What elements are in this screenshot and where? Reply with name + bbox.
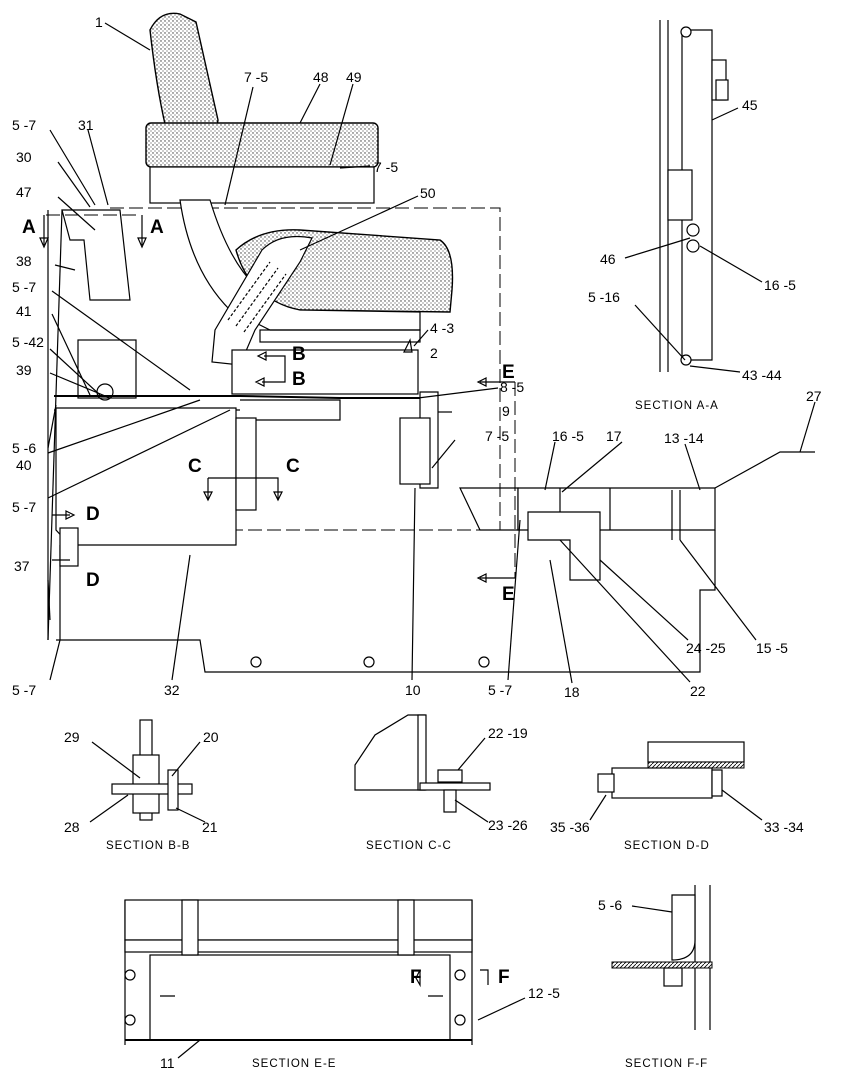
armrest-cushion xyxy=(145,122,379,168)
mount-plate xyxy=(527,511,601,581)
callout-47: 47 xyxy=(16,184,32,200)
callout-29: 29 xyxy=(64,729,80,745)
callout-30: 30 xyxy=(16,149,32,165)
callout-50: 50 xyxy=(420,185,436,201)
side-panel-rail xyxy=(681,29,713,361)
callout-41: 41 xyxy=(16,303,32,319)
callout-5-7e: 5 -7 xyxy=(488,682,512,698)
callout-5-6a: 5 -6 xyxy=(12,440,36,456)
callout-5-7d: 5 -7 xyxy=(12,682,36,698)
section-d-d-view xyxy=(589,741,763,821)
callout-16-5a: 16 -5 xyxy=(552,428,584,444)
callout-16-5b: 16 -5 xyxy=(764,277,796,293)
seat-belt xyxy=(211,235,313,366)
callout-32: 32 xyxy=(164,682,180,698)
callout-11: 11 xyxy=(160,1055,175,1071)
section-e-e-view xyxy=(124,899,526,1059)
callout-24-25: 24 -25 xyxy=(686,640,726,656)
callout-37: 37 xyxy=(14,558,30,574)
part-callouts: 1 7 -5 48 49 5 -7 31 30 7 -5 47 50 38 5 … xyxy=(12,14,822,1071)
callout-22-19: 22 -19 xyxy=(488,725,528,741)
marker-b-bottom: B xyxy=(292,369,306,390)
callout-49: 49 xyxy=(346,69,362,85)
callout-39: 39 xyxy=(16,362,32,378)
callout-2: 2 xyxy=(430,345,438,361)
section-f-f-view xyxy=(611,885,713,1030)
seat-riser xyxy=(231,349,419,395)
callout-23-26: 23 -26 xyxy=(488,817,528,833)
callout-5-7a: 5 -7 xyxy=(12,117,36,133)
callout-4-3: 4 -3 xyxy=(430,320,454,336)
callout-21: 21 xyxy=(202,819,218,835)
callout-8-5: 8 -5 xyxy=(500,379,524,395)
callout-10: 10 xyxy=(405,682,421,698)
leader-lines xyxy=(47,22,816,684)
marker-d-top: D xyxy=(86,504,100,525)
callout-7-5c: 7 -5 xyxy=(485,428,509,444)
marker-f-left: F xyxy=(410,967,422,988)
callout-40: 40 xyxy=(16,457,32,473)
section-title-c-c: SECTION C-C xyxy=(366,840,452,852)
callout-43-44: 43 -44 xyxy=(742,367,782,383)
callout-7-5b: 7 -5 xyxy=(374,159,398,175)
callout-9: 9 xyxy=(502,403,510,419)
section-title-d-d: SECTION D-D xyxy=(624,840,710,852)
section-title-e-e: SECTION E-E xyxy=(252,1058,336,1070)
section-c-c-view xyxy=(354,714,491,823)
callout-15-5: 15 -5 xyxy=(756,640,788,656)
section-b-b-view xyxy=(89,719,206,823)
callout-18: 18 xyxy=(564,684,580,700)
section-title-a-a: SECTION A-A xyxy=(635,400,719,412)
callout-5-42: 5 -42 xyxy=(12,334,44,350)
callout-38: 38 xyxy=(16,253,32,269)
callout-5-7c: 5 -7 xyxy=(12,499,36,515)
callout-7-5a: 7 -5 xyxy=(244,69,268,85)
marker-b-top: B xyxy=(292,344,306,365)
marker-a-right: A xyxy=(150,217,164,238)
callout-35-36: 35 -36 xyxy=(550,819,590,835)
marker-e-top: E xyxy=(502,362,515,383)
callout-27: 27 xyxy=(806,388,822,404)
section-titles: SECTION A-A SECTION B-B SECTION C-C SECT… xyxy=(106,400,719,1070)
callout-22a: 22 xyxy=(690,683,706,699)
callout-5-6b: 5 -6 xyxy=(598,897,622,913)
left-mount-bracket xyxy=(61,209,131,301)
section-a-a-view xyxy=(624,20,763,373)
callout-5-16: 5 -16 xyxy=(588,289,620,305)
callout-20: 20 xyxy=(203,729,219,745)
callout-33-34: 33 -34 xyxy=(764,819,804,835)
main-view xyxy=(39,12,816,684)
callout-45: 45 xyxy=(742,97,758,113)
callout-5-7b: 5 -7 xyxy=(12,279,36,295)
callout-12-5: 12 -5 xyxy=(528,985,560,1001)
marker-f-right: F xyxy=(498,967,510,988)
callout-48: 48 xyxy=(313,69,329,85)
callout-13-14: 13 -14 xyxy=(664,430,704,446)
marker-d-bottom: D xyxy=(86,570,100,591)
callout-28: 28 xyxy=(64,819,80,835)
callout-31: 31 xyxy=(78,117,94,133)
lower-support-tray xyxy=(55,407,237,546)
callout-46: 46 xyxy=(600,251,616,267)
section-title-f-f: SECTION F-F xyxy=(625,1058,708,1070)
section-title-b-b: SECTION B-B xyxy=(106,840,190,852)
armrest-base xyxy=(149,166,375,204)
battery-box xyxy=(149,954,451,1041)
marker-e-bottom: E xyxy=(502,584,515,605)
callout-17: 17 xyxy=(606,428,622,444)
marker-c-right: C xyxy=(286,456,300,477)
callout-1: 1 xyxy=(95,14,103,30)
marker-a-left: A xyxy=(22,217,36,238)
section-markers: A A B B C C D D E E F F xyxy=(22,217,515,988)
marker-c-left: C xyxy=(188,456,202,477)
side-plate xyxy=(235,417,257,511)
